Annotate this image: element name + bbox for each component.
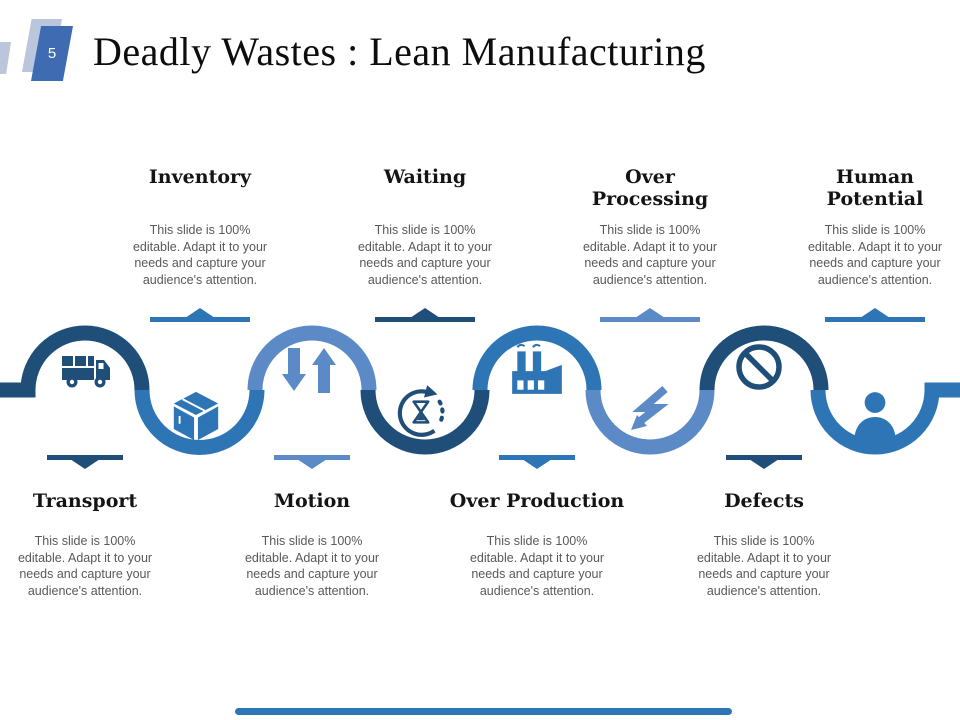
slide-title: Deadly Wastes : Lean Manufacturing [93,29,706,74]
item-description: This slide is 100% editable. Adapt it to… [17,534,153,598]
item-description: This slide is 100% editable. Adapt it to… [132,223,268,287]
decorative-parallelogram [0,42,11,74]
footer-accent-bar [235,708,732,715]
item-heading: Over Production [449,490,625,512]
item-heading: Inventory [148,166,252,188]
item-human-potential: Human Potential This slide is 100% edita… [780,166,960,288]
item-heading: Waiting [383,166,467,188]
item-over-production: Over Production This slide is 100% edita… [442,490,632,599]
item-heading: Transport [32,490,138,512]
item-description: This slide is 100% editable. Adapt it to… [469,534,605,598]
item-motion: Motion This slide is 100% editable. Adap… [217,490,407,599]
item-description: This slide is 100% editable. Adapt it to… [582,223,718,287]
marker-human-potential [860,308,890,318]
slide-number: 5 [47,45,57,62]
item-description: This slide is 100% editable. Adapt it to… [244,534,380,598]
marker-over-production [522,459,552,469]
item-description: This slide is 100% editable. Adapt it to… [696,534,832,598]
item-heading: Over Processing [591,166,709,210]
truck-icon [59,344,115,405]
marker-waiting [410,308,440,318]
item-over-processing: Over Processing This slide is 100% edita… [555,166,745,288]
item-description: This slide is 100% editable. Adapt it to… [807,223,943,287]
up-down-arrows-icon [281,344,337,405]
item-heading: Human Potential [826,166,924,210]
factory-icon [508,340,566,403]
marker-defects [749,459,779,469]
item-transport: Transport This slide is 100% editable. A… [0,490,180,599]
item-waiting: Waiting This slide is 100% editable. Ada… [330,166,520,288]
item-heading: Motion [273,490,351,512]
item-inventory: Inventory This slide is 100% editable. A… [105,166,295,288]
process-flash-icon [623,382,679,443]
marker-inventory [185,308,215,318]
no-entry-icon [731,341,787,402]
bottom-markers [47,455,802,469]
top-markers [150,308,925,322]
marker-motion [297,459,327,469]
item-defects: Defects This slide is 100% editable. Ada… [669,490,859,599]
item-description: This slide is 100% editable. Adapt it to… [357,223,493,287]
item-heading: Defects [724,490,804,512]
box-icon [169,389,223,448]
marker-over-processing [635,308,665,318]
marker-transport [70,459,100,469]
person-icon [846,387,904,450]
hourglass-icon [394,383,452,446]
